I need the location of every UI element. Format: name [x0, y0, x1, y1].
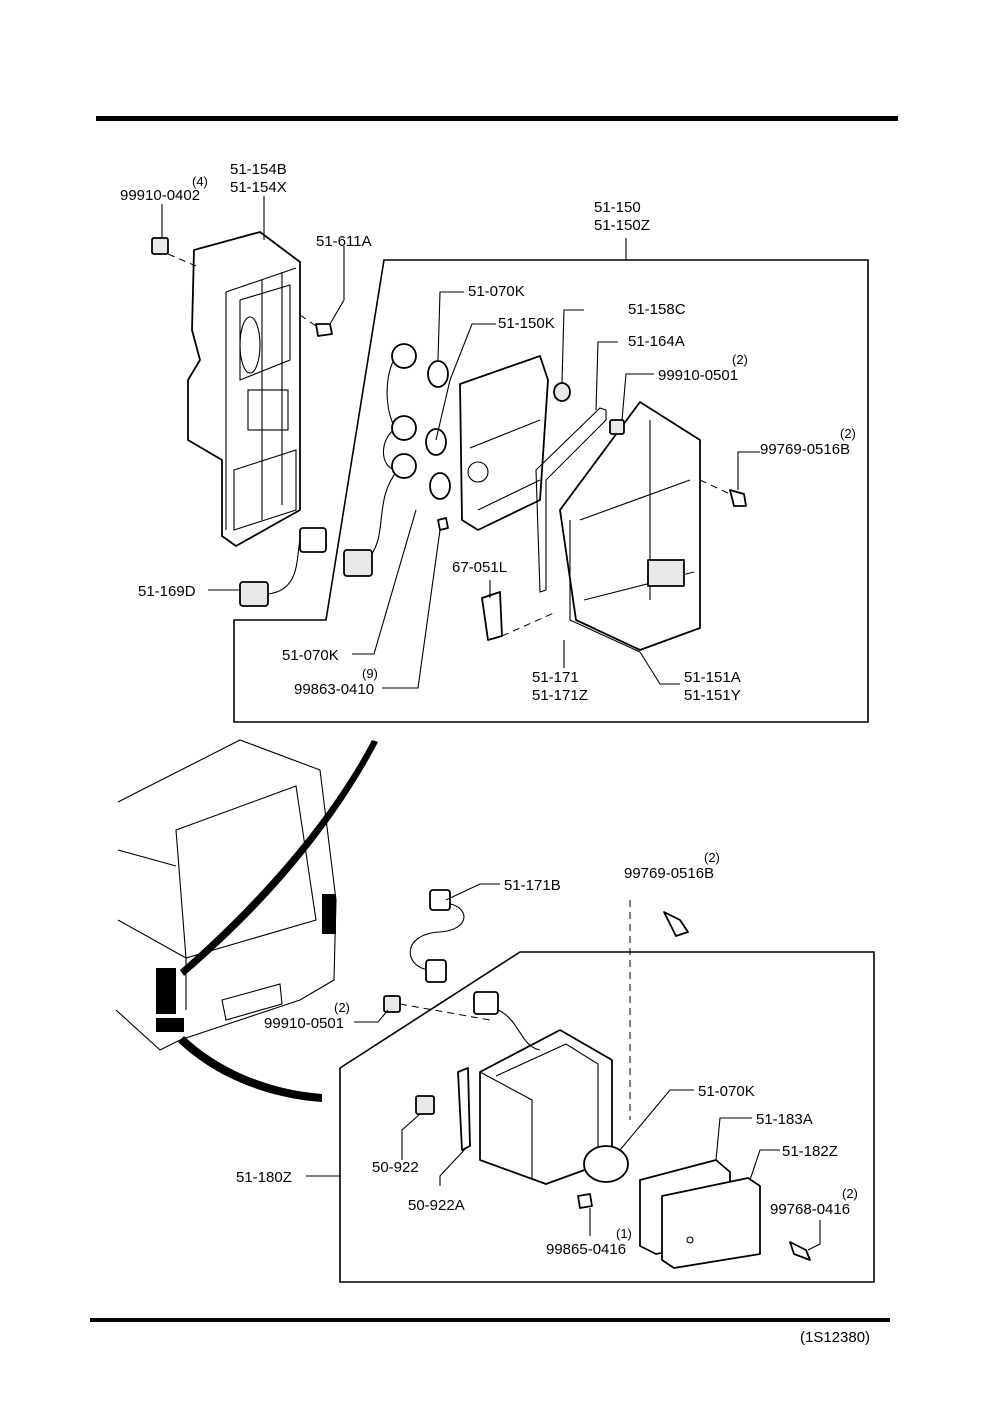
label-51-151a: 51-151A — [684, 669, 741, 686]
label-51-070k-top: 51-070K — [468, 283, 525, 300]
lower-assembly-frame — [339, 951, 875, 1283]
label-50-922: 50-922 — [372, 1159, 419, 1176]
clip-99910-0501-top — [609, 419, 625, 435]
label-51-151y: 51-151Y — [684, 687, 741, 704]
label-51-150k: 51-150K — [498, 315, 555, 332]
figure-id: (1S12380) — [800, 1329, 870, 1346]
screw-99768-0416 — [789, 1241, 811, 1261]
label-99863-0410: 99863-0410 — [294, 681, 374, 698]
label-51-180z: 51-180Z — [236, 1169, 292, 1186]
label-51-150: 51-150 — [594, 199, 641, 216]
tail-lamp-housing — [187, 231, 301, 547]
screw-99863-0410 — [437, 517, 449, 531]
label-51-171: 51-171 — [532, 669, 579, 686]
clip-99910-0402 — [151, 237, 197, 267]
bracket-67-051l — [481, 591, 557, 641]
bulb-socket-harness — [343, 343, 417, 577]
gasket-51-164a — [535, 407, 607, 593]
screw-99769-0516b-bottom — [629, 900, 689, 1120]
screw-99865-0416 — [577, 1193, 593, 1209]
label-67-051l: 67-051L — [452, 559, 507, 576]
upper-assembly-frame — [233, 259, 869, 723]
screw-51-611a — [299, 314, 333, 337]
qty-99865-0416: (1) — [616, 1226, 632, 1241]
label-51-171b: 51-171B — [504, 877, 561, 894]
label-99910-0501-bottom: 99910-0501 — [264, 1015, 344, 1032]
qty-99769-0516b-bottom: (2) — [704, 850, 720, 865]
label-51-070k-mid: 51-070K — [282, 647, 339, 664]
bulb-51-070k-top — [425, 360, 451, 500]
view-arrow-lower — [178, 1036, 322, 1102]
qty-99910-0402: (4) — [192, 174, 208, 189]
leader-lines — [161, 196, 821, 1251]
bulb-51-070k-bottom — [583, 1145, 629, 1183]
label-51-164a: 51-164A — [628, 333, 685, 350]
nut-50-922 — [415, 1095, 435, 1115]
label-50-922a: 50-922A — [408, 1197, 465, 1214]
label-51-158c: 51-158C — [628, 301, 686, 318]
seal-50-922a — [457, 1067, 471, 1151]
side-marker-housing — [473, 991, 613, 1185]
tail-lamp-lens — [559, 401, 701, 653]
label-99910-0402: 99910-0402 — [120, 187, 200, 204]
label-99769-0516b-bottom: 99769-0516B — [624, 865, 714, 882]
view-arrow-upper — [180, 740, 378, 976]
label-51-150z: 51-150Z — [594, 217, 650, 234]
label-99865-0416: 99865-0416 — [546, 1241, 626, 1258]
label-99910-0501-top: 99910-0501 — [658, 367, 738, 384]
label-51-183a: 51-183A — [756, 1111, 813, 1128]
clip-99910-0501-bottom — [383, 995, 491, 1021]
qty-99910-0501-bottom: (2) — [334, 1000, 350, 1015]
label-51-070k-bottom: 51-070K — [698, 1083, 755, 1100]
top-rule — [96, 116, 898, 121]
harness-51-171b — [409, 889, 465, 983]
label-51-611a: 51-611A — [316, 233, 372, 250]
harness-connector-169d — [239, 527, 327, 607]
label-99769-0516b-top: 99769-0516B — [760, 441, 850, 458]
label-51-154b: 51-154B — [230, 161, 287, 178]
lamp-socket-plate — [459, 355, 549, 531]
vehicle-rear-outline — [115, 739, 337, 1051]
qty-99769-0516b-top: (2) — [840, 426, 856, 441]
qty-99910-0501-top: (2) — [732, 352, 748, 367]
screw-99769-0516b-top — [699, 479, 747, 507]
label-51-169d: 51-169D — [138, 583, 196, 600]
label-51-182z: 51-182Z — [782, 1143, 838, 1160]
label-51-171z: 51-171Z — [532, 687, 588, 704]
grommet-51-158c — [553, 382, 571, 402]
marker-lens-51-182z — [661, 1177, 761, 1269]
qty-99768-0416: (2) — [842, 1186, 858, 1201]
label-51-154x: 51-154X — [230, 179, 287, 196]
label-99768-0416: 99768-0416 — [770, 1201, 850, 1218]
bottom-rule — [90, 1318, 890, 1322]
qty-99863-0410: (9) — [362, 666, 378, 681]
